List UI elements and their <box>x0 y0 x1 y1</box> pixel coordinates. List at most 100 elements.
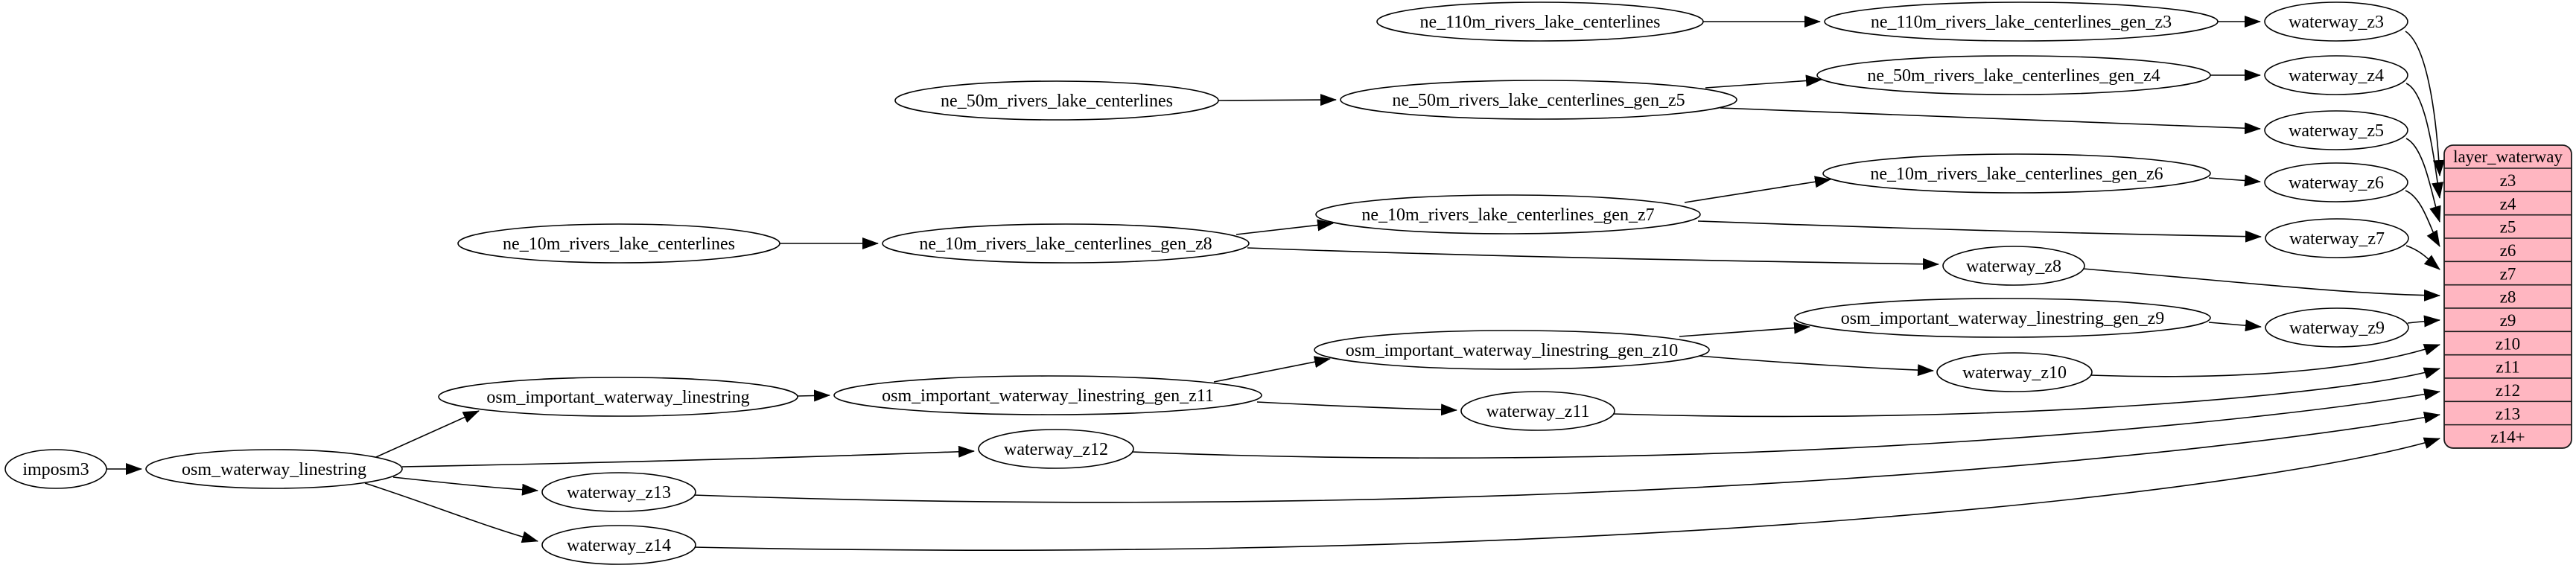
node-ellipse-waterway_z11 <box>1460 391 1615 431</box>
record-field-z11: z11 <box>2496 358 2519 377</box>
edge-osm_important_waterway_linestring_gen_z11-to-osm_important_waterway_linestring_gen_z10 <box>1213 356 1331 383</box>
node-ellipse-imposm3 <box>4 449 107 489</box>
node-osm_important_waterway_linestring_gen_z9: osm_important_waterway_linestring_gen_z9 <box>1794 298 2211 338</box>
edge-ne_10m_rivers_lake_centerlines_gen_z7-to-ne_10m_rivers_lake_centerlines_gen_z6 <box>1684 176 1831 203</box>
node-ellipse-ne_10m_rivers_lake_centerlines_gen_z8 <box>882 223 1250 264</box>
edge-waterway_z14-to-layer_waterway:z14+ <box>693 437 2440 551</box>
node-ne_10m_rivers_lake_centerlines_gen_z7: ne_10m_rivers_lake_centerlines_gen_z7 <box>1315 194 1701 234</box>
node-imposm3: imposm3 <box>4 449 107 489</box>
edge-waterway_z12-to-layer_waterway:z12 <box>1131 388 2440 459</box>
node-ellipse-ne_10m_rivers_lake_centerlines <box>457 223 780 264</box>
node-ellipse-osm_important_waterway_linestring_gen_z11 <box>833 375 1262 415</box>
node-ellipse-ne_10m_rivers_lake_centerlines_gen_z7 <box>1315 194 1701 234</box>
record-field-z14+: z14+ <box>2490 428 2525 447</box>
node-label-waterway_z7: waterway_z7 <box>2289 229 2385 249</box>
node-ellipse-ne_50m_rivers_lake_centerlines_gen_z4 <box>1816 55 2211 95</box>
edge-waterway_z13-to-layer_waterway:z13 <box>693 411 2440 503</box>
record-box <box>2443 144 2572 449</box>
node-ne_10m_rivers_lake_centerlines_gen_z6: ne_10m_rivers_lake_centerlines_gen_z6 <box>1822 153 2211 194</box>
node-label-osm_waterway_linestring: osm_waterway_linestring <box>182 460 366 479</box>
node-ellipse-waterway_z12 <box>978 429 1134 469</box>
node-label-osm_important_waterway_linestring_gen_z11: osm_important_waterway_linestring_gen_z1… <box>882 386 1214 406</box>
node-ellipse-waterway_z8 <box>1942 246 2085 286</box>
node-waterway_z14: waterway_z14 <box>541 525 696 565</box>
node-ellipse-waterway_z6 <box>2264 162 2408 202</box>
edge-waterway_z8-to-layer_waterway:z8 <box>2082 268 2440 301</box>
edge-ne_50m_rivers_lake_centerlines_gen_z5-to-waterway_z5 <box>1720 107 2261 135</box>
node-label-waterway_z13: waterway_z13 <box>567 483 671 502</box>
edge-waterway_z3-to-layer_waterway:z3 <box>2405 31 2445 176</box>
node-label-ne_110m_rivers_lake_centerlines_gen_z3: ne_110m_rivers_lake_centerlines_gen_z3 <box>1871 13 2172 32</box>
node-label-waterway_z5: waterway_z5 <box>2289 121 2384 141</box>
node-label-waterway_z14: waterway_z14 <box>567 536 671 555</box>
node-label-waterway_z3: waterway_z3 <box>2289 13 2384 32</box>
node-ellipse-osm_important_waterway_linestring <box>438 377 798 417</box>
node-ne_50m_rivers_lake_centerlines_gen_z4: ne_50m_rivers_lake_centerlines_gen_z4 <box>1816 55 2211 95</box>
edge-waterway_z4-to-layer_waterway:z4 <box>2405 83 2443 199</box>
node-label-waterway_z11: waterway_z11 <box>1486 402 1589 421</box>
node-ne_10m_rivers_lake_centerlines: ne_10m_rivers_lake_centerlines <box>457 223 780 264</box>
node-osm_waterway_linestring: osm_waterway_linestring <box>145 449 403 489</box>
record-field-z10: z10 <box>2496 334 2520 353</box>
edge-waterway_z11-to-layer_waterway:z11 <box>1612 367 2440 418</box>
node-osm_important_waterway_linestring_gen_z11: osm_important_waterway_linestring_gen_z1… <box>833 375 1262 415</box>
node-label-ne_110m_rivers_lake_centerlines: ne_110m_rivers_lake_centerlines <box>1420 13 1661 32</box>
record-field-z6: z6 <box>2500 241 2516 260</box>
edge-osm_waterway_linestring-to-waterway_z14 <box>364 482 538 543</box>
node-label-ne_50m_rivers_lake_centerlines_gen_z4: ne_50m_rivers_lake_centerlines_gen_z4 <box>1867 66 2160 86</box>
edge-osm_important_waterway_linestring_gen_z10-to-osm_important_waterway_linestring_gen_z9 <box>1679 322 1810 337</box>
node-ellipse-osm_important_waterway_linestring_gen_z9 <box>1794 298 2211 338</box>
record-title: layer_waterway <box>2453 147 2563 166</box>
node-label-ne_50m_rivers_lake_centerlines_gen_z5: ne_50m_rivers_lake_centerlines_gen_z5 <box>1392 91 1685 110</box>
node-waterway_z9: waterway_z9 <box>2265 307 2409 348</box>
node-ellipse-ne_110m_rivers_lake_centerlines <box>1376 1 1704 42</box>
node-label-imposm3: imposm3 <box>22 460 89 479</box>
node-ellipse-waterway_z5 <box>2264 110 2408 150</box>
edge-waterway_z10-to-layer_waterway:z10 <box>2090 344 2440 377</box>
node-ellipse-waterway_z7 <box>2265 218 2409 258</box>
node-ellipse-ne_50m_rivers_lake_centerlines <box>894 80 1219 121</box>
node-waterway_z5: waterway_z5 <box>2264 110 2408 150</box>
record-field-z8: z8 <box>2500 288 2516 307</box>
node-label-ne_10m_rivers_lake_centerlines: ne_10m_rivers_lake_centerlines <box>503 234 735 254</box>
node-label-waterway_z10: waterway_z10 <box>1962 363 2067 383</box>
edge-osm_important_waterway_linestring_gen_z9-to-waterway_z9 <box>2208 319 2262 332</box>
node-ellipse-waterway_z3 <box>2264 1 2408 42</box>
edge-osm_important_waterway_linestring_gen_z10-to-waterway_z10 <box>1697 355 1934 377</box>
node-label-ne_10m_rivers_lake_centerlines_gen_z6: ne_10m_rivers_lake_centerlines_gen_z6 <box>1870 165 2163 184</box>
node-label-ne_10m_rivers_lake_centerlines_gen_z7: ne_10m_rivers_lake_centerlines_gen_z7 <box>1361 205 1654 225</box>
node-ne_110m_rivers_lake_centerlines_gen_z3: ne_110m_rivers_lake_centerlines_gen_z3 <box>1824 1 2219 42</box>
node-waterway_z6: waterway_z6 <box>2264 162 2408 202</box>
node-waterway_z8: waterway_z8 <box>1942 246 2085 286</box>
edge-ne_10m_rivers_lake_centerlines_gen_z6-to-waterway_z6 <box>2208 174 2261 187</box>
node-waterway_z12: waterway_z12 <box>978 429 1134 469</box>
record-layer-waterway: layer_waterwayz3z4z5z6z7z8z9z10z11z12z13… <box>2443 144 2572 449</box>
edge-osm_waterway_linestring-to-waterway_z13 <box>392 476 538 496</box>
edge-waterway_z5-to-layer_waterway:z5 <box>2405 138 2441 223</box>
edge-ne_10m_rivers_lake_centerlines_gen_z8-to-waterway_z8 <box>1247 247 1939 270</box>
record-field-z13: z13 <box>2496 404 2520 423</box>
edge-ne_50m_rivers_lake_centerlines_gen_z5-to-ne_50m_rivers_lake_centerlines_gen_z4 <box>1705 74 1822 89</box>
node-ellipse-waterway_z14 <box>541 525 696 565</box>
node-waterway_z7: waterway_z7 <box>2265 218 2409 258</box>
node-ne_10m_rivers_lake_centerlines_gen_z8: ne_10m_rivers_lake_centerlines_gen_z8 <box>882 223 1250 264</box>
node-label-waterway_z9: waterway_z9 <box>2289 319 2385 338</box>
node-ellipse-osm_waterway_linestring <box>145 449 403 489</box>
node-label-ne_50m_rivers_lake_centerlines: ne_50m_rivers_lake_centerlines <box>941 92 1173 111</box>
node-osm_important_waterway_linestring_gen_z10: osm_important_waterway_linestring_gen_z1… <box>1314 330 1710 370</box>
edge-ne_10m_rivers_lake_centerlines_gen_z7-to-waterway_z7 <box>1697 220 2262 243</box>
node-ellipse-ne_110m_rivers_lake_centerlines_gen_z3 <box>1824 1 2219 42</box>
edge-osm_waterway_linestring-to-waterway_z12 <box>401 445 975 468</box>
node-label-waterway_z4: waterway_z4 <box>2289 66 2384 86</box>
edge-ne_10m_rivers_lake_centerlines_gen_z8-to-ne_10m_rivers_lake_centerlines_gen_z7 <box>1235 219 1334 235</box>
node-ellipse-ne_50m_rivers_lake_centerlines_gen_z5 <box>1340 80 1737 120</box>
node-ellipse-ne_10m_rivers_lake_centerlines_gen_z6 <box>1822 153 2211 194</box>
edge-osm_waterway_linestring-to-osm_important_waterway_linestring <box>375 410 480 458</box>
node-label-ne_10m_rivers_lake_centerlines_gen_z8: ne_10m_rivers_lake_centerlines_gen_z8 <box>919 234 1212 254</box>
node-ellipse-waterway_z13 <box>541 472 696 512</box>
node-waterway_z13: waterway_z13 <box>541 472 696 512</box>
record-field-z3: z3 <box>2500 171 2516 190</box>
node-label-waterway_z12: waterway_z12 <box>1004 440 1108 459</box>
